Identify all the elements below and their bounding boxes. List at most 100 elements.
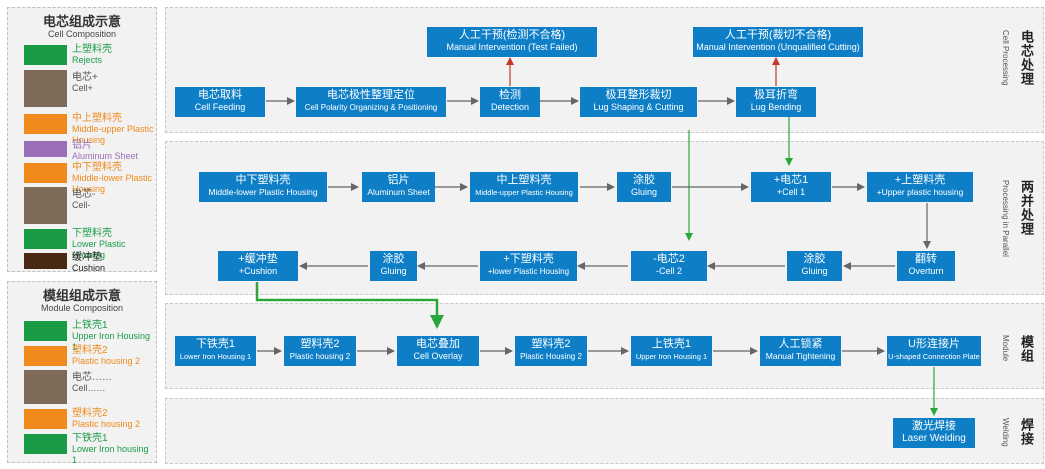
node-cell-feeding: 电芯取料 Cell Feeding <box>175 87 265 117</box>
node-label-cn: +上塑料壳 <box>894 174 946 186</box>
legend-label-cn: 塑料壳2 <box>72 345 108 356</box>
node-label-cn: 人工干预(检测不合格) <box>458 29 566 41</box>
node-upper-plastic-housing: +上塑料壳 +Upper plastic housing <box>867 172 973 202</box>
node-label-cn: 检测 <box>499 89 521 101</box>
node-label-cn: +下塑料壳 <box>503 253 554 265</box>
node-label-cn: 中下塑料壳 <box>235 174 291 186</box>
legend-swatch <box>24 434 67 454</box>
legend-label: 电芯-Cell- <box>72 189 95 211</box>
legend-swatch <box>24 370 67 404</box>
node-manual-intervention-test: 人工干预(检测不合格) Manual Intervention (Test Fa… <box>427 27 597 57</box>
node-label-cn: 中上塑料壳 <box>496 174 552 186</box>
legend-label-cn: 缓冲垫 <box>72 252 102 263</box>
node-label-en: Manual Tightening <box>765 351 836 361</box>
node-label-en: +lower Plastic Housing <box>487 267 570 276</box>
node-label-en: -Cell 2 <box>655 266 682 276</box>
node-gluing: 涂胶 Gluing <box>787 251 842 281</box>
node-label-cn: 塑料壳2 <box>300 338 340 350</box>
legend-label-en: Plastic housing 2 <box>72 419 141 429</box>
section-label-cn: 模组 <box>1019 335 1034 363</box>
node-label-en: Middle-upper Plastic Housing <box>475 188 573 197</box>
node-label-en: Manual Intervention (Test Failed) <box>446 42 578 52</box>
node-label-en: Lug Shaping & Cutting <box>593 102 684 112</box>
node-label-en: Aluminum Sheet <box>367 187 430 197</box>
node-label-cn: 电芯叠加 <box>416 338 460 350</box>
node-cell-polarity: 电芯极性整理定位 Cell Polarity Organizing & Posi… <box>296 87 446 117</box>
legend-label-en: Aluminum Sheet <box>72 151 139 161</box>
legend-label-cn: 电芯- <box>72 189 96 200</box>
node-label-cn: 涂胶 <box>382 253 405 265</box>
legend-label-cn: 上铁壳1 <box>72 320 108 331</box>
legend-label-en: Middle-lower Plastic Housing <box>72 173 153 194</box>
node-laser-welding: 激光焊接 Laser Welding <box>893 418 975 448</box>
node-label-cn: -电芯2 <box>653 253 685 265</box>
node-label-cn: 电芯取料 <box>198 89 242 101</box>
node-gluing: 涂胶 Gluing <box>370 251 417 281</box>
node-cushion: +缓冲垫 +Cushion <box>218 251 298 281</box>
legend-label-cn: 电芯…… <box>72 372 112 383</box>
legend-swatch <box>24 409 67 429</box>
node-label-cn: 下铁壳1 <box>195 338 236 350</box>
node-label-en: Cell Overlay <box>413 351 463 361</box>
node-label-cn: 极耳整形裁切 <box>605 89 672 101</box>
legend-swatch <box>24 346 67 366</box>
legend-label: 电芯+Cell+ <box>72 72 98 94</box>
legend-swatch <box>24 321 67 341</box>
node-label-cn: 人工锁紧 <box>778 338 823 350</box>
legend-label-en: Upper Iron Housing 1 <box>72 331 151 352</box>
node-label-en: Plastic Housing 2 <box>520 352 582 361</box>
section-label-module: 模组 Module <box>1001 335 1041 385</box>
node-u-connection-plate: U形连接片 U-shaped Connection Plate <box>887 336 981 366</box>
node-label-cn: 上铁壳1 <box>651 338 692 350</box>
section-label-en: Module <box>1001 335 1010 362</box>
legend-swatch <box>24 70 67 107</box>
section-label-en: Cell Processing <box>1001 30 1010 86</box>
legend-swatch <box>24 187 67 224</box>
section-label-cn: 焊接 <box>1019 418 1034 446</box>
node-middle-upper-housing: 中上塑料壳 Middle-upper Plastic Housing <box>470 172 578 202</box>
node-cell-2: -电芯2 -Cell 2 <box>631 251 707 281</box>
node-label-cn: 铝片 <box>387 174 410 186</box>
node-manual-tightening: 人工锁紧 Manual Tightening <box>760 336 841 366</box>
node-label-en: Manual Intervention (Unqualified Cutting… <box>696 42 860 52</box>
legend-title-cn: 电芯组成示意 <box>42 14 121 29</box>
node-cell-overlay: 电芯叠加 Cell Overlay <box>397 336 479 366</box>
transfer-arrow <box>255 282 444 329</box>
legend-swatch <box>24 229 67 249</box>
legend-label-en: Middle-upper Plastic Housing <box>72 124 154 145</box>
node-upper-iron-housing: 上铁壳1 Upper Iron Housing 1 <box>631 336 712 366</box>
section-label-welding: 焊接 Welding <box>1001 418 1041 458</box>
legend-label-en: Cell+ <box>72 83 93 93</box>
node-label-en: Middle-lower Plastic Housing <box>208 187 318 197</box>
node-lug-bending: 极耳折弯 Lug Bending <box>736 87 816 117</box>
legend-label-en: Cushion <box>72 263 106 273</box>
legend-title-en: Cell Composition <box>47 29 117 39</box>
node-label-cn: 塑料壳2 <box>531 338 571 350</box>
legend-label-cn: 电芯+ <box>72 72 98 83</box>
node-label-en: +Cell 1 <box>776 187 806 197</box>
node-label-cn: 涂胶 <box>633 174 655 186</box>
node-label-cn: 极耳折弯 <box>754 89 798 101</box>
node-label-cn: +缓冲垫 <box>238 253 278 265</box>
section-label-cn: 两并处理 <box>1019 180 1034 236</box>
legend-swatch <box>24 114 67 134</box>
legend-label-cn: 上塑料壳 <box>72 44 112 55</box>
legend-label-cn: 下铁壳1 <box>72 433 108 444</box>
legend-label-cn: 下塑料壳 <box>72 228 112 239</box>
node-label-cn: 人工干预(裁切不合格) <box>724 29 832 41</box>
section-label-en: Processing in Parallel <box>1001 180 1010 257</box>
section-label-en: Welding <box>1001 418 1010 447</box>
node-gluing: 涂胶 Gluing <box>617 172 671 202</box>
node-label-cn: U形连接片 <box>908 338 960 350</box>
legend-label-en: Cell- <box>72 200 91 210</box>
node-label-en: Cell Feeding <box>194 102 246 112</box>
legend-label-cn: 中下塑料壳 <box>72 162 122 173</box>
